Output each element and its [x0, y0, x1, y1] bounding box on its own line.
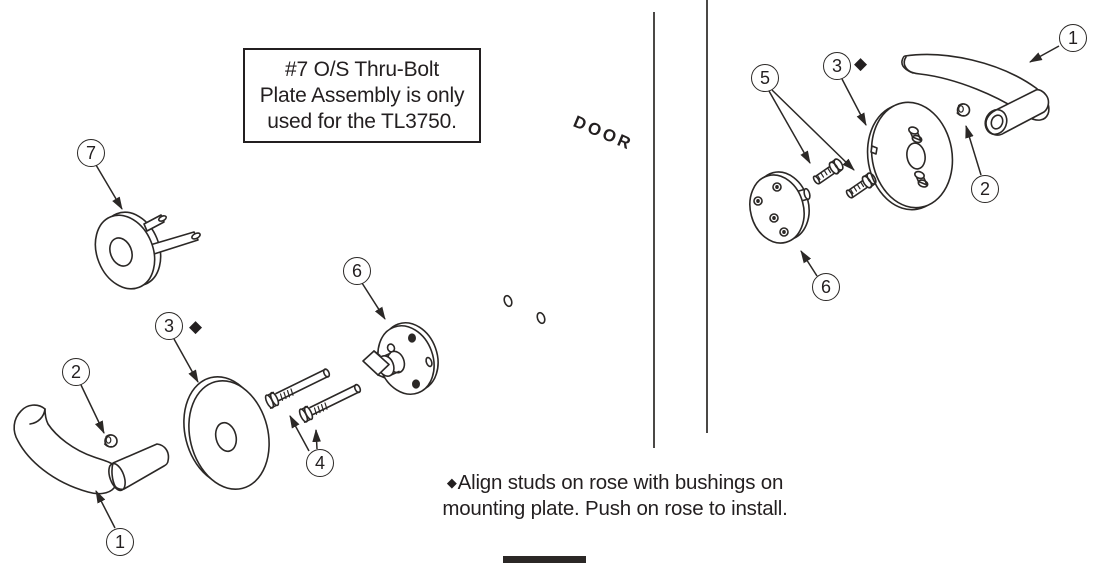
- note-line: Plate Assembly is only: [259, 83, 465, 107]
- right-lever-part: [902, 54, 1049, 137]
- thru-bolt-plate-part: [85, 203, 201, 297]
- note-line: used for the TL3750.: [267, 109, 457, 133]
- door-bushing-holes: [503, 295, 546, 325]
- callout-thru-bolt-plate: 7: [77, 139, 105, 167]
- left-mounting-plate-part: [363, 315, 447, 402]
- leader-arrows: [81, 46, 1059, 528]
- thru-bolts-part: [264, 368, 361, 423]
- callout-left-mounting-plate: 6: [343, 257, 371, 285]
- callout-right-rose: 3: [823, 52, 851, 80]
- door-edge-lines: [654, 0, 707, 448]
- callout-left-rose: 3: [155, 312, 183, 340]
- right-mounting-plate-part: [742, 166, 816, 249]
- screws-part: [812, 158, 877, 199]
- note-box: #7 O/S Thru-Bolt Plate Assembly is only …: [243, 48, 481, 143]
- note-line: #7 O/S Thru-Bolt: [285, 57, 439, 81]
- callout-left-set-screw: 2: [62, 358, 90, 386]
- right-rose-diamond-marker: ◆: [854, 54, 868, 73]
- callout-thru-bolts: 4: [306, 449, 334, 477]
- diamond-bullet: ◆: [446, 475, 457, 490]
- instruction-note: ◆Align studs on rose with bushings on mo…: [395, 470, 835, 522]
- right-rose-part: [859, 96, 960, 216]
- callout-right-mounting-plate: 6: [812, 273, 840, 301]
- callout-screws: 5: [751, 64, 779, 92]
- left-rose-diamond-marker: ◆: [189, 317, 203, 336]
- right-set-screw-part: [957, 104, 970, 116]
- left-lever-part: [14, 405, 168, 494]
- callout-right-lever: 1: [1059, 24, 1087, 52]
- left-rose-part: [173, 368, 280, 498]
- instruction-line-1: ◆Align studs on rose with bushings on: [446, 471, 784, 494]
- page-footer-bar: [503, 556, 586, 563]
- callout-right-set-screw: 2: [971, 175, 999, 203]
- instruction-line-2: mounting plate. Push on rose to install.: [442, 497, 788, 520]
- callout-left-lever: 1: [106, 528, 134, 556]
- left-set-screw-part: [105, 435, 118, 447]
